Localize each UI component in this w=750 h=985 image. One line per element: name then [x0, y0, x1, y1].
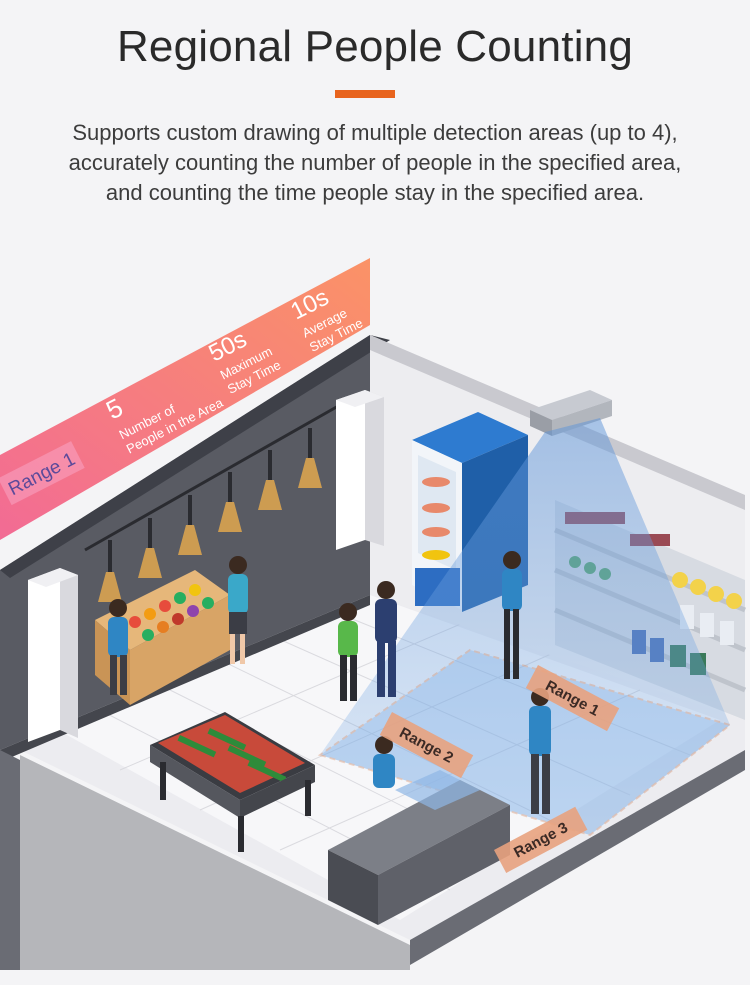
store-illustration: Range 1 Range 2 Range 3 Range 1 5 Number… — [0, 250, 750, 980]
checkout-counter — [328, 770, 510, 925]
shopper-produce-1 — [108, 599, 128, 695]
shopper-walking-woman — [338, 603, 358, 701]
shopper-businessman — [375, 581, 397, 697]
security-gate-right — [336, 390, 384, 550]
shopper-at-fridge — [502, 551, 522, 679]
shopper-produce-2 — [228, 556, 248, 664]
title-underline — [335, 90, 395, 98]
vegetable-table — [150, 712, 315, 852]
shoppers — [108, 551, 551, 814]
cashier — [373, 736, 395, 788]
detection-area-outline — [317, 648, 733, 837]
security-gate-left — [28, 568, 78, 742]
page-title: Regional People Counting — [116, 22, 634, 71]
feature-description: Supports custom drawing of multiple dete… — [68, 120, 682, 205]
ceiling-lights — [84, 403, 341, 602]
